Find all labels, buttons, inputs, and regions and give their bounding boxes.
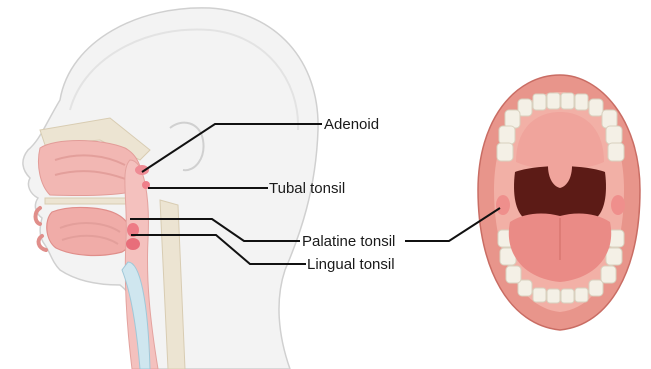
lingual-tonsil-side xyxy=(126,238,140,250)
label-lingual-tonsil: Lingual tonsil xyxy=(307,257,395,272)
hard-palate xyxy=(45,198,135,204)
open-mouth-view xyxy=(478,75,640,330)
label-tubal-tonsil: Tubal tonsil xyxy=(269,181,345,196)
label-adenoid: Adenoid xyxy=(324,117,379,132)
label-palatine-tonsil: Palatine tonsil xyxy=(302,234,395,249)
palatine-tonsil-right xyxy=(611,195,625,215)
adenoid-tonsil xyxy=(135,165,149,175)
palatine-tonsil-left xyxy=(496,195,510,215)
